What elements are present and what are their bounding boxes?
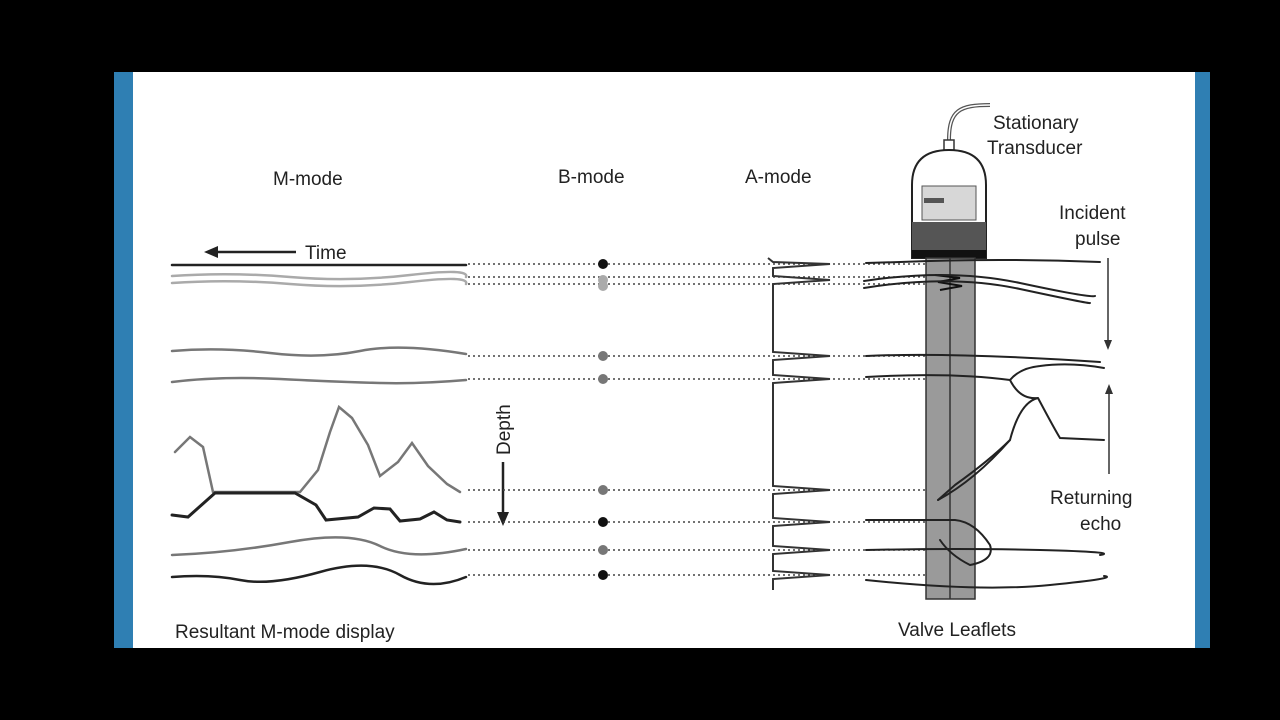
ultrasound-beam (925, 257, 976, 600)
connector-lines (468, 263, 930, 576)
b-dot (598, 351, 608, 361)
a-mode-trace (767, 257, 831, 590)
transducer-label: Transducer (987, 138, 1083, 159)
m-trace-9 (170, 564, 468, 586)
m-trace-7 (170, 491, 462, 524)
wall-3 (863, 280, 1091, 305)
transducer-cable (947, 103, 991, 141)
posterior-leaflet (865, 519, 992, 567)
b-dot (598, 545, 608, 555)
incident-arrow (1104, 258, 1112, 350)
a-mode-label: A-mode (745, 167, 812, 188)
b-dot (598, 374, 608, 384)
wall-1 (865, 259, 1101, 264)
incident-label: Incident (1059, 203, 1126, 224)
m-trace-6 (173, 404, 462, 494)
transducer-face (912, 250, 986, 258)
upper-leaflet-top (865, 363, 1105, 382)
depth-label: Depth (494, 404, 515, 455)
wall-4 (865, 353, 1101, 363)
m-trace-3 (170, 277, 468, 288)
stationary-label: Stationary (993, 113, 1079, 134)
returning-label: Returning (1050, 488, 1132, 509)
leaflet-tip (1037, 397, 1105, 441)
b-dot (598, 259, 608, 269)
echo-label: echo (1080, 514, 1121, 535)
b-mode-dots (598, 259, 608, 580)
m-trace-4 (170, 346, 468, 357)
diagram-panel (133, 72, 1195, 648)
m-trace-2 (170, 270, 468, 281)
time-label: Time (305, 243, 347, 264)
b-dot (598, 485, 608, 495)
b-mode-label: B-mode (558, 167, 625, 188)
b-dot (598, 281, 608, 291)
m-trace-5 (170, 376, 468, 385)
leaflet-lower (937, 439, 1011, 501)
wall-6 (865, 575, 1108, 589)
time-arrow (204, 246, 296, 258)
heart-structures (863, 259, 1108, 589)
depth-arrow (497, 462, 509, 526)
valve-leaflets-label: Valve Leaflets (898, 620, 1016, 641)
m-mode-label: M-mode (273, 169, 343, 190)
transducer (911, 103, 991, 259)
wall-5 (865, 548, 1105, 556)
b-dot (598, 570, 608, 580)
returning-arrow (1105, 384, 1113, 474)
b-dot (598, 517, 608, 527)
wall-2 (863, 273, 1096, 298)
anterior-leaflet (937, 379, 1039, 501)
m-trace-8 (170, 536, 468, 557)
m-mode-traces (170, 263, 468, 586)
transducer-backing (912, 222, 986, 250)
pulse-label: pulse (1075, 229, 1120, 250)
resultant-display-label: Resultant M-mode display (175, 622, 395, 643)
